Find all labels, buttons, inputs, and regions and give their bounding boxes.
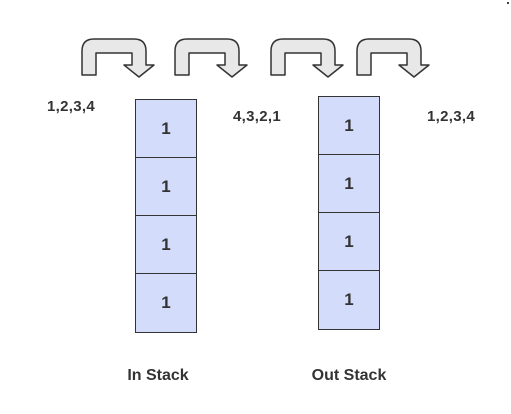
curved-arrow-icon	[174, 38, 248, 78]
in-stack-cell: 1	[136, 216, 196, 274]
in-stack-label: In Stack	[127, 367, 189, 384]
out-stack: 1 1 1 1	[318, 96, 380, 330]
out-stack-cell: 1	[319, 155, 379, 213]
out-stack-cell: 1	[319, 97, 379, 155]
output-sequence: 1,2,3,4	[427, 108, 475, 125]
out-stack-cell: 1	[344, 290, 354, 309]
corner-dot	[507, 2, 509, 4]
in-stack: 1 1 1 1	[135, 99, 197, 333]
in-stack-cell: 1	[136, 100, 196, 158]
curved-arrow-icon	[356, 38, 430, 78]
input-sequence: 1,2,3,4	[47, 98, 95, 115]
out-stack-label: Out Stack	[311, 367, 387, 384]
curved-arrow-icon	[270, 38, 344, 78]
arrows-layer	[81, 38, 430, 78]
in-stack-cell: 1	[161, 293, 171, 312]
out-stack-cell: 1	[319, 213, 379, 271]
curved-arrow-icon	[81, 38, 155, 78]
middle-sequence: 4,3,2,1	[233, 108, 281, 125]
in-stack-cell: 1	[136, 158, 196, 216]
